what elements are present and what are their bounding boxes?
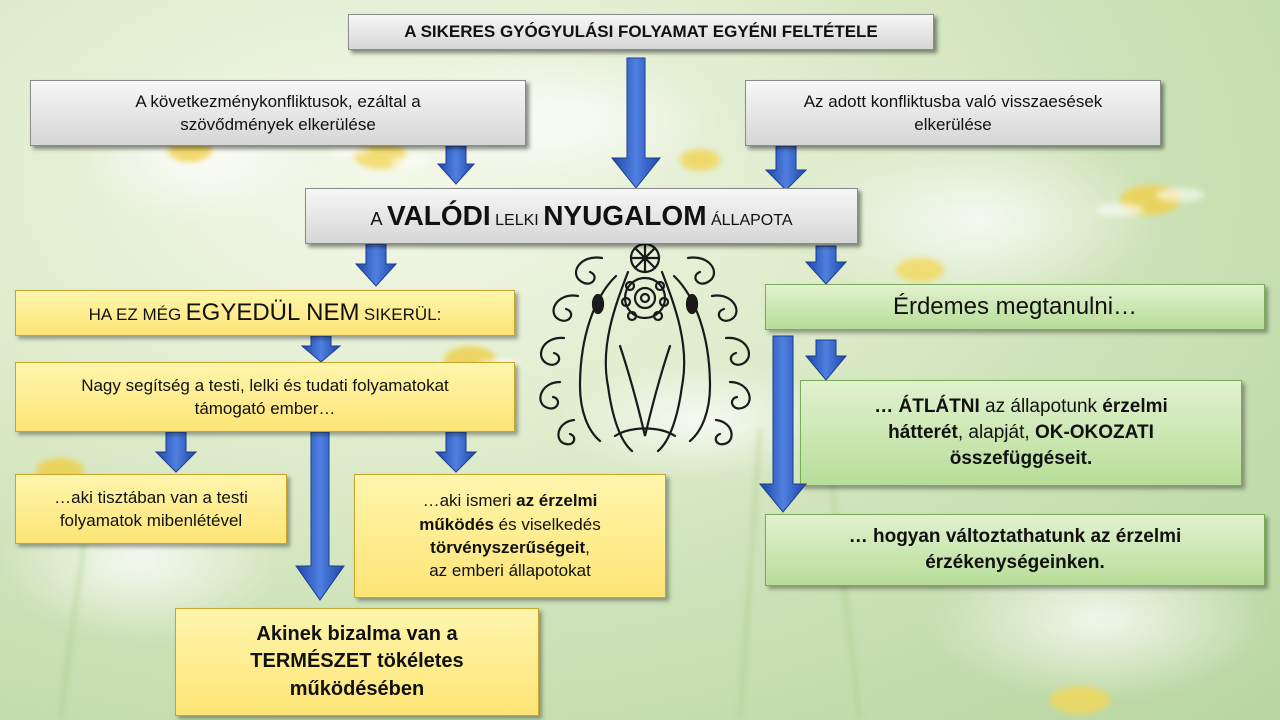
calm-word-mental: LELKI (495, 211, 539, 229)
worth-learning-box: Érdemes megtanulni… (765, 284, 1265, 330)
helper-line-1: Nagy segítség a testi, lelki és tudati f… (81, 375, 449, 395)
worth-learning-text: Érdemes megtanulni… (892, 293, 1138, 321)
change-line-1: … hogyan változtathatunk az érzelmi (848, 525, 1182, 547)
emotion-aware-line-4: az emberi állapotokat (429, 561, 591, 581)
emotion-aware-l1-plain: …aki ismeri (422, 491, 512, 511)
emotion-aware-l1-bold: az érzelmi (516, 491, 598, 511)
calm-word-calm: NYUGALOM (543, 199, 707, 231)
not-alone-word-1: HA EZ MÉG (88, 305, 182, 325)
nature-trust-box: Akinek bizalma van a TERMÉSZET tökéletes… (175, 608, 539, 716)
not-alone-word-3: SIKERÜL: (363, 305, 442, 325)
see-through-line-2: hátterét, alapját, OK-OKOZATI (888, 420, 1154, 446)
see-through-line-3: összefüggéseit. (949, 448, 1093, 470)
emotion-aware-l3-bold: törvényszerűségeit (430, 538, 586, 557)
title-box: A SIKERES GYÓGYULÁSI FOLYAMAT EGYÉNI FEL… (348, 14, 934, 50)
nature-trust-line-3: működésében (289, 677, 425, 700)
arrow-title-to-calm (610, 57, 662, 189)
relapse-line-2: elkerülése (914, 115, 992, 134)
consequence-line-2: szövődmények elkerülése (180, 115, 376, 134)
relapse-avoidance-box: Az adott konfliktusba való visszaesések … (745, 80, 1161, 146)
nature-trust-line-1: Akinek bizalma van a (256, 622, 458, 645)
emotion-aware-l2-bold: működés (419, 514, 494, 534)
see-through-plain-1: az állapotunk (985, 395, 1098, 417)
calm-word-real: VALÓDI (386, 199, 491, 231)
body-aware-line-1: …aki tisztában van a testi (54, 487, 248, 507)
helper-person-box: Nagy segítség a testi, lelki és tudati f… (15, 362, 515, 432)
calm-word-a: A (370, 208, 383, 229)
arrow-relapse-to-calm (764, 145, 808, 191)
consequence-line-1: A következménykonfliktusok, ezáltal a (135, 91, 421, 111)
real-calm-state-box: A VALÓDI LELKI NYUGALOM ÁLLAPOTA (305, 188, 858, 244)
not-alone-box: HA EZ MÉG EGYEDÜL NEM SIKERÜL: (15, 290, 515, 336)
arrow-helper-to-body (154, 431, 198, 473)
emotion-aware-line-3: törvényszerűségeit, (430, 536, 590, 559)
helper-line-2: támogató ember… (194, 399, 336, 418)
real-calm-state-text: A VALÓDI LELKI NYUGALOM ÁLLAPOTA (371, 197, 793, 236)
not-alone-text: HA EZ MÉG EGYEDÜL NEM SIKERÜL: (89, 296, 442, 329)
change-line-2: érzékenységeinken. (925, 552, 1105, 573)
title-text: A SIKERES GYÓGYULÁSI FOLYAMAT EGYÉNI FEL… (404, 22, 878, 42)
see-through-bold-emotional: érzelmi (1102, 395, 1168, 417)
spiral-figure-emblem (539, 242, 751, 453)
see-through-ellipsis: … (874, 395, 894, 417)
how-to-change-box: … hogyan változtathatunk az érzelmi érzé… (765, 514, 1265, 586)
body-aware-line-2: folyamatok mibenlétével (59, 511, 243, 530)
arrow-calm-to-learn (804, 245, 848, 285)
arrow-notalone-to-helper (300, 335, 342, 363)
not-alone-word-2: EGYEDÜL NEM (185, 299, 360, 327)
emotion-aware-line-2: működés és viselkedés (419, 513, 600, 536)
emotion-aware-box: …aki ismeri az érzelmi működés és viselk… (354, 474, 666, 598)
arrow-learn-to-seethrough (804, 339, 848, 381)
arrow-helper-to-emotion (434, 431, 478, 473)
emotion-aware-line-1: …aki ismeri az érzelmi (423, 489, 598, 512)
see-through-box: … ÁTLÁTNI az állapotunk érzelmi hátterét… (800, 380, 1242, 486)
arrow-calm-to-notalone (354, 243, 398, 287)
arrow-consequence-to-calm (436, 145, 476, 185)
see-through-bold-causal: OK-OKOZATI (1034, 421, 1154, 443)
consequence-avoidance-box: A következménykonfliktusok, ezáltal a sz… (30, 80, 526, 146)
arrow-learn-to-change (758, 335, 808, 513)
nature-trust-line-2: TERMÉSZET tökéletes (250, 650, 464, 673)
arrow-helper-to-nature (295, 431, 345, 601)
calm-word-state: ÁLLAPOTA (710, 211, 793, 229)
see-through-plain-2: , alapját, (957, 421, 1030, 443)
body-aware-box: …aki tisztában van a testi folyamatok mi… (15, 474, 287, 544)
emotion-aware-l2-plain: és viselkedés (498, 514, 601, 534)
see-through-line-1: … ÁTLÁTNI az állapotunk érzelmi (874, 394, 1168, 420)
see-through-bold-background: hátterét (888, 421, 958, 443)
relapse-line-1: Az adott konfliktusba való visszaesések (803, 91, 1103, 111)
emotion-aware-l3-comma: , (585, 538, 590, 557)
see-through-keyword: ÁTLÁTNI (898, 395, 980, 417)
